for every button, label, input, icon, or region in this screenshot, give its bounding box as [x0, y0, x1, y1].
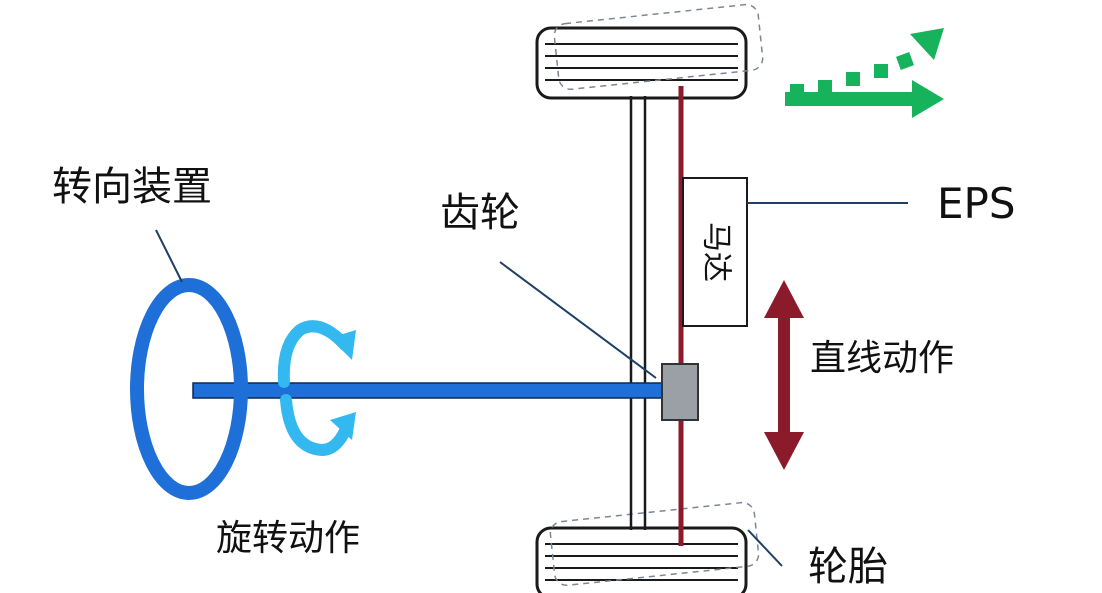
linear-motion-label: 直线动作: [810, 338, 954, 379]
rotation-arrow-icon: [277, 320, 356, 457]
tire-leader-line: [747, 529, 783, 567]
steering-wheel-icon: [130, 278, 248, 500]
forward-arrow-icon: [785, 28, 944, 118]
tire-top: [535, 3, 764, 100]
tire-bottom: [535, 501, 760, 593]
motor-label: 马达: [699, 222, 734, 282]
axle: [629, 96, 647, 530]
steering-shaft: [192, 382, 664, 399]
steering-device-leader-line: [155, 229, 183, 283]
tire-label: 轮胎: [808, 544, 888, 590]
double-headed-arrow-icon: [764, 280, 804, 470]
gear-leader-line: [499, 261, 657, 379]
steering-device-label: 转向装置: [52, 164, 212, 210]
eps-label: EPS: [937, 179, 1016, 228]
gear-label: 齿轮: [440, 190, 520, 236]
gear-box: [661, 363, 699, 421]
motor-box: 马达: [682, 177, 748, 327]
rotation-motion-label: 旋转动作: [216, 518, 360, 559]
